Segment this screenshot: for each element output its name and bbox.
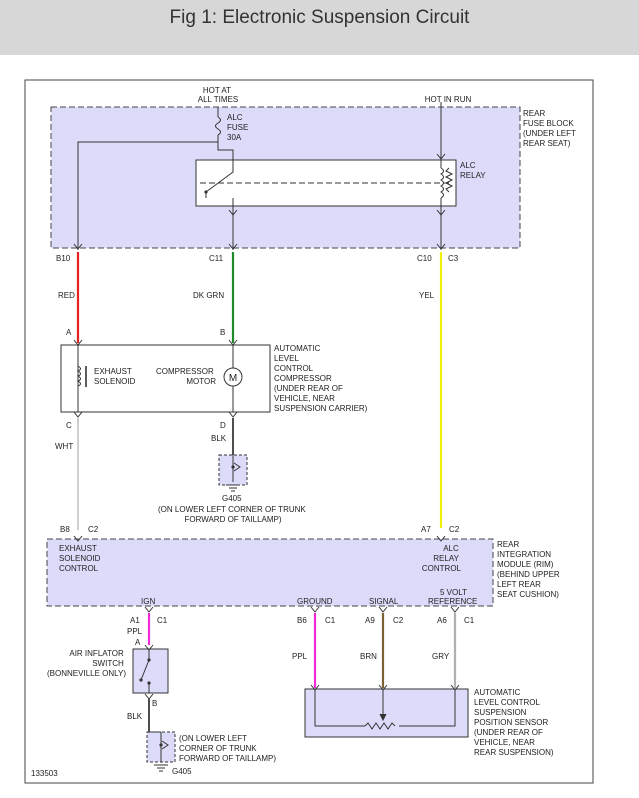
compressor-pin-b: B [220, 328, 225, 337]
rim-description: REAR INTEGRATION MODULE (RIM) (BEHIND UP… [497, 540, 562, 599]
pin-c10: C10 [417, 254, 432, 263]
wire-label-blk-2: BLK [127, 712, 143, 721]
alc-fuse-symbol [215, 107, 221, 142]
wire-label-yel: YEL [419, 291, 435, 300]
rear-integration-module [46, 538, 494, 607]
compressor-description: AUTOMATIC LEVEL CONTROL COMPRESSOR (UNDE… [274, 344, 368, 413]
rim-pin-b6: B6 [297, 616, 307, 625]
rim-pin-c2-left: C2 [88, 525, 99, 534]
page-title: Fig 1: Electronic Suspension Circuit [169, 7, 470, 28]
pin-c3: C3 [448, 254, 459, 263]
rim-signal-label: SIGNAL [369, 597, 399, 606]
ground-2-name: G405 [172, 767, 192, 776]
rim-pin-c1-a: C1 [157, 616, 168, 625]
sensor-description: AUTOMATIC LEVEL CONTROL SUSPENSION POSIT… [474, 688, 554, 757]
compressor-pin-c: C [66, 421, 72, 430]
wire-label-wht: WHT [55, 442, 73, 451]
position-sensor [304, 688, 469, 738]
rim-pin-a9: A9 [365, 616, 375, 625]
rim-ign-label: IGN [141, 597, 155, 606]
wire-label-ppl-ground: PPL [292, 652, 308, 661]
hot-in-run-label: HOT IN RUN [425, 95, 472, 104]
rim-pin-a7: A7 [421, 525, 431, 534]
rim-pin-a6: A6 [437, 616, 447, 625]
alc-fuse-label: ALC FUSE 30A [227, 113, 251, 142]
switch-pin-b: B [152, 699, 157, 708]
rim-pin-c2-right: C2 [449, 525, 460, 534]
wire-label-blk-1: BLK [211, 434, 227, 443]
switch-pin-a: A [135, 638, 141, 647]
ground-2-location: (ON LOWER LEFT CORNER OF TRUNK FORWARD O… [179, 734, 276, 763]
ground-1-name: G405 [222, 494, 242, 503]
rim-ground-label: GROUND [297, 597, 333, 606]
pin-b10: B10 [56, 254, 71, 263]
relay-coil-symbol [440, 160, 454, 206]
hot-at-all-times-label: HOT AT ALL TIMES [198, 86, 238, 104]
ground-g405-symbol [218, 454, 248, 492]
ground-1-location: (ON LOWER LEFT CORNER OF TRUNK FORWARD O… [158, 505, 308, 524]
sensor-potentiometer-symbol [314, 690, 456, 730]
rim-pin-c1-c: C1 [464, 616, 475, 625]
exhaust-solenoid-label: EXHAUST SOLENOID [94, 367, 136, 386]
wire-label-brn: BRN [360, 652, 377, 661]
ground-g405-symbol-2 [146, 731, 176, 772]
motor-letter: M [229, 373, 237, 384]
exhaust-solenoid-coil [76, 365, 87, 387]
air-inflator-switch [132, 648, 169, 694]
rim-pin-c1-b: C1 [325, 616, 336, 625]
compressor-pin-d: D [220, 421, 226, 430]
pin-c11: C11 [209, 254, 224, 263]
wire-label-gry: GRY [432, 652, 450, 661]
figure-number: 133503 [31, 769, 58, 778]
air-inflator-switch-label: AIR INFLATOR SWITCH (BONNEVILLE ONLY) [47, 649, 126, 678]
rim-pin-a1: A1 [130, 616, 140, 625]
alc-relay-control-label: ALC RELAY CONTROL [422, 544, 462, 573]
alc-relay-label: ALC RELAY [460, 161, 486, 180]
rim-pin-c2: C2 [393, 616, 404, 625]
wire-label-ppl-ign: PPL [127, 627, 143, 636]
rim-pin-b8: B8 [60, 525, 70, 534]
wire-label-dk-grn: DK GRN [193, 291, 224, 300]
compressor-pin-a: A [66, 328, 72, 337]
header-bar: Fig 1: Electronic Suspension Circuit [0, 0, 639, 55]
compressor-motor-label: COMPRESSOR MOTOR [156, 367, 216, 386]
exhaust-solenoid-control-label: EXHAUST SOLENOID CONTROL [59, 544, 103, 573]
fuse-block-location: REAR FUSE BLOCK (UNDER LEFT REAR SEAT) [523, 109, 578, 148]
rim-5-volt-reference-label: 5 VOLT REFERENCE [428, 588, 477, 606]
wire-label-red: RED [58, 291, 75, 300]
